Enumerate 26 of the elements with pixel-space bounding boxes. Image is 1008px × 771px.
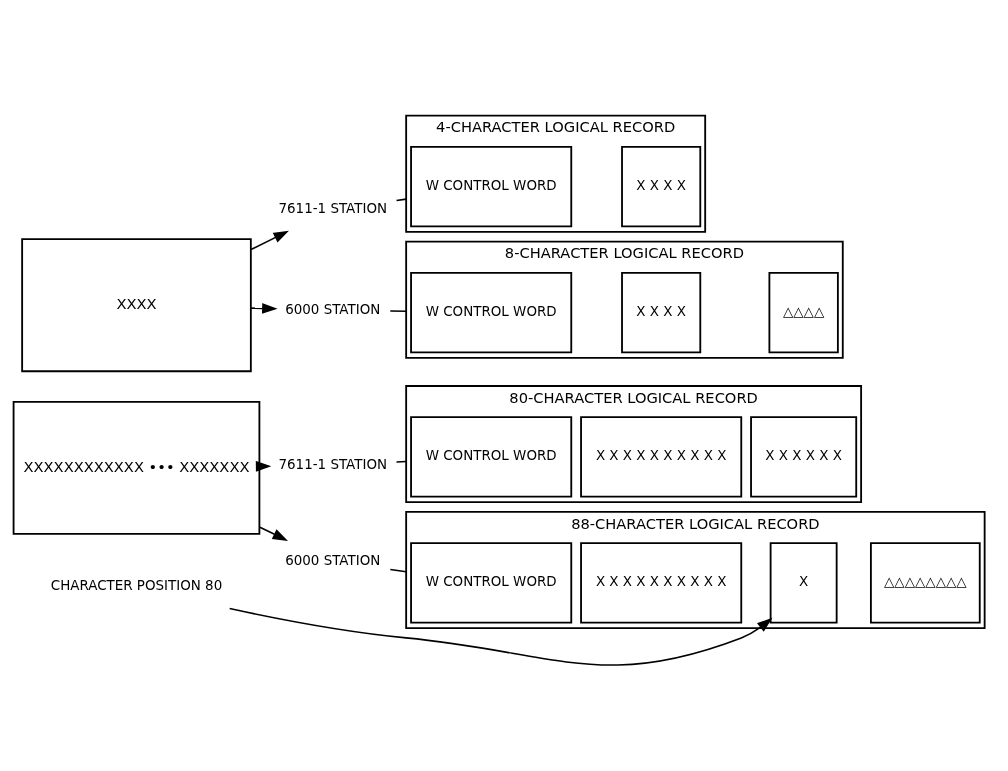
- node-text: 6000 STATION: [285, 553, 381, 569]
- connector: [389, 568, 407, 573]
- node-text: 6000 STATION: [285, 301, 381, 317]
- connector: [395, 198, 407, 202]
- node-box: W CONTROL WORD: [410, 145, 573, 228]
- node-box: X X X X: [621, 145, 702, 228]
- node-box: W CONTROL WORD: [410, 542, 573, 624]
- node-box: △△△△: [768, 271, 839, 354]
- node-box: W CONTROL WORD: [410, 271, 573, 354]
- node-box: X X X X: [621, 271, 702, 354]
- arrow: [255, 461, 272, 472]
- node-box: W CONTROL WORD: [410, 416, 573, 498]
- arrow: [250, 230, 289, 251]
- node-box: X X X X X X X X X X: [580, 416, 743, 498]
- node-text: CHARACTER POSITION 80: [50, 577, 223, 593]
- node-box: X X X X X X X X X X: [580, 542, 743, 624]
- node-box: △△△△△△△△: [870, 542, 981, 624]
- arrow: [250, 303, 278, 314]
- node-text: 7611-1 STATION: [278, 201, 388, 217]
- node-box: X: [769, 542, 838, 624]
- node-box: XXXX: [21, 238, 252, 373]
- connector: [395, 460, 407, 463]
- node-box: X X X X X X: [750, 416, 858, 498]
- arrow: [228, 607, 773, 666]
- connector: [389, 310, 407, 313]
- node-text: 7611-1 STATION: [278, 456, 388, 472]
